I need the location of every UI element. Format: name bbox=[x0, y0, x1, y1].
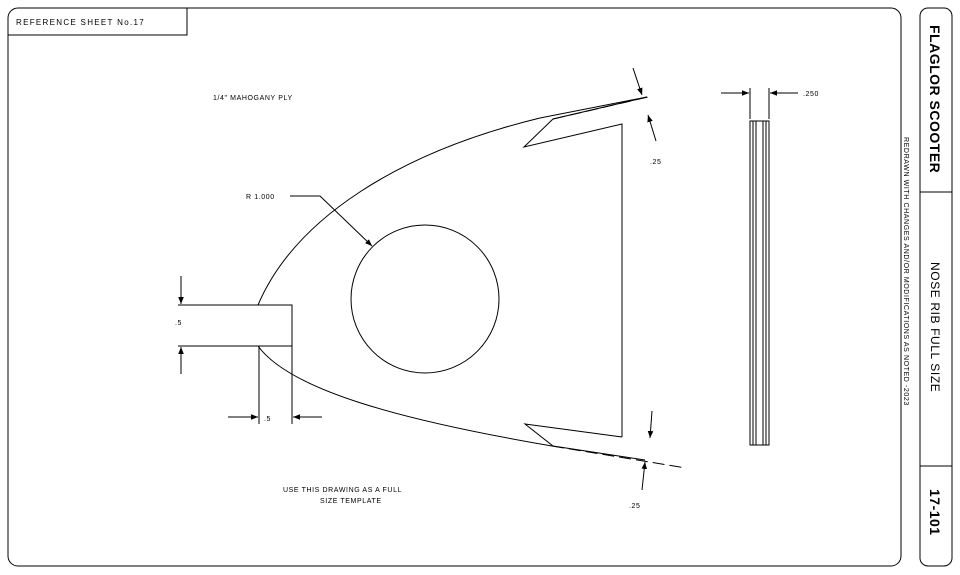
slot-height-label: .5 bbox=[175, 320, 182, 327]
usage-note-line1: USE THIS DRAWING AS A FULL bbox=[283, 487, 402, 494]
drawing-border bbox=[7, 7, 902, 567]
bottom-notch-dimension bbox=[641, 410, 654, 491]
thickness-label: .250 bbox=[803, 91, 819, 98]
drawing-number: 17-101 bbox=[927, 489, 943, 536]
slot-depth-label: .5 bbox=[264, 416, 271, 423]
reference-label: REFERENCE SHEET No.17 bbox=[16, 18, 145, 27]
radius-label: R 1.000 bbox=[246, 194, 275, 201]
nose-rib-outline bbox=[178, 96, 687, 469]
reference-label-box: REFERENCE SHEET No.17 bbox=[8, 8, 188, 36]
bottom-notch-label: .25 bbox=[629, 503, 641, 510]
lightening-hole bbox=[350, 224, 500, 374]
drawing-title: NOSE RIB FULL SIZE bbox=[928, 262, 942, 392]
usage-note-line2: SIZE TEMPLATE bbox=[320, 498, 382, 505]
top-notch-label: .25 bbox=[650, 159, 662, 166]
top-notch-dimension bbox=[632, 67, 657, 142]
project-title: FLAGLOR SCOOTER bbox=[927, 25, 943, 173]
material-note: 1/4" MAHOGANY PLY bbox=[213, 95, 293, 102]
radius-callout: R 1.000 bbox=[246, 194, 373, 247]
slot-depth-dimension bbox=[228, 346, 322, 424]
side-view bbox=[721, 88, 798, 446]
title-block: FLAGLOR SCOOTER NOSE RIB FULL SIZE 17-10… bbox=[919, 7, 953, 567]
revision-note: REDRAWN WITH CHANGES AND/OR MODIFICATION… bbox=[902, 137, 909, 406]
